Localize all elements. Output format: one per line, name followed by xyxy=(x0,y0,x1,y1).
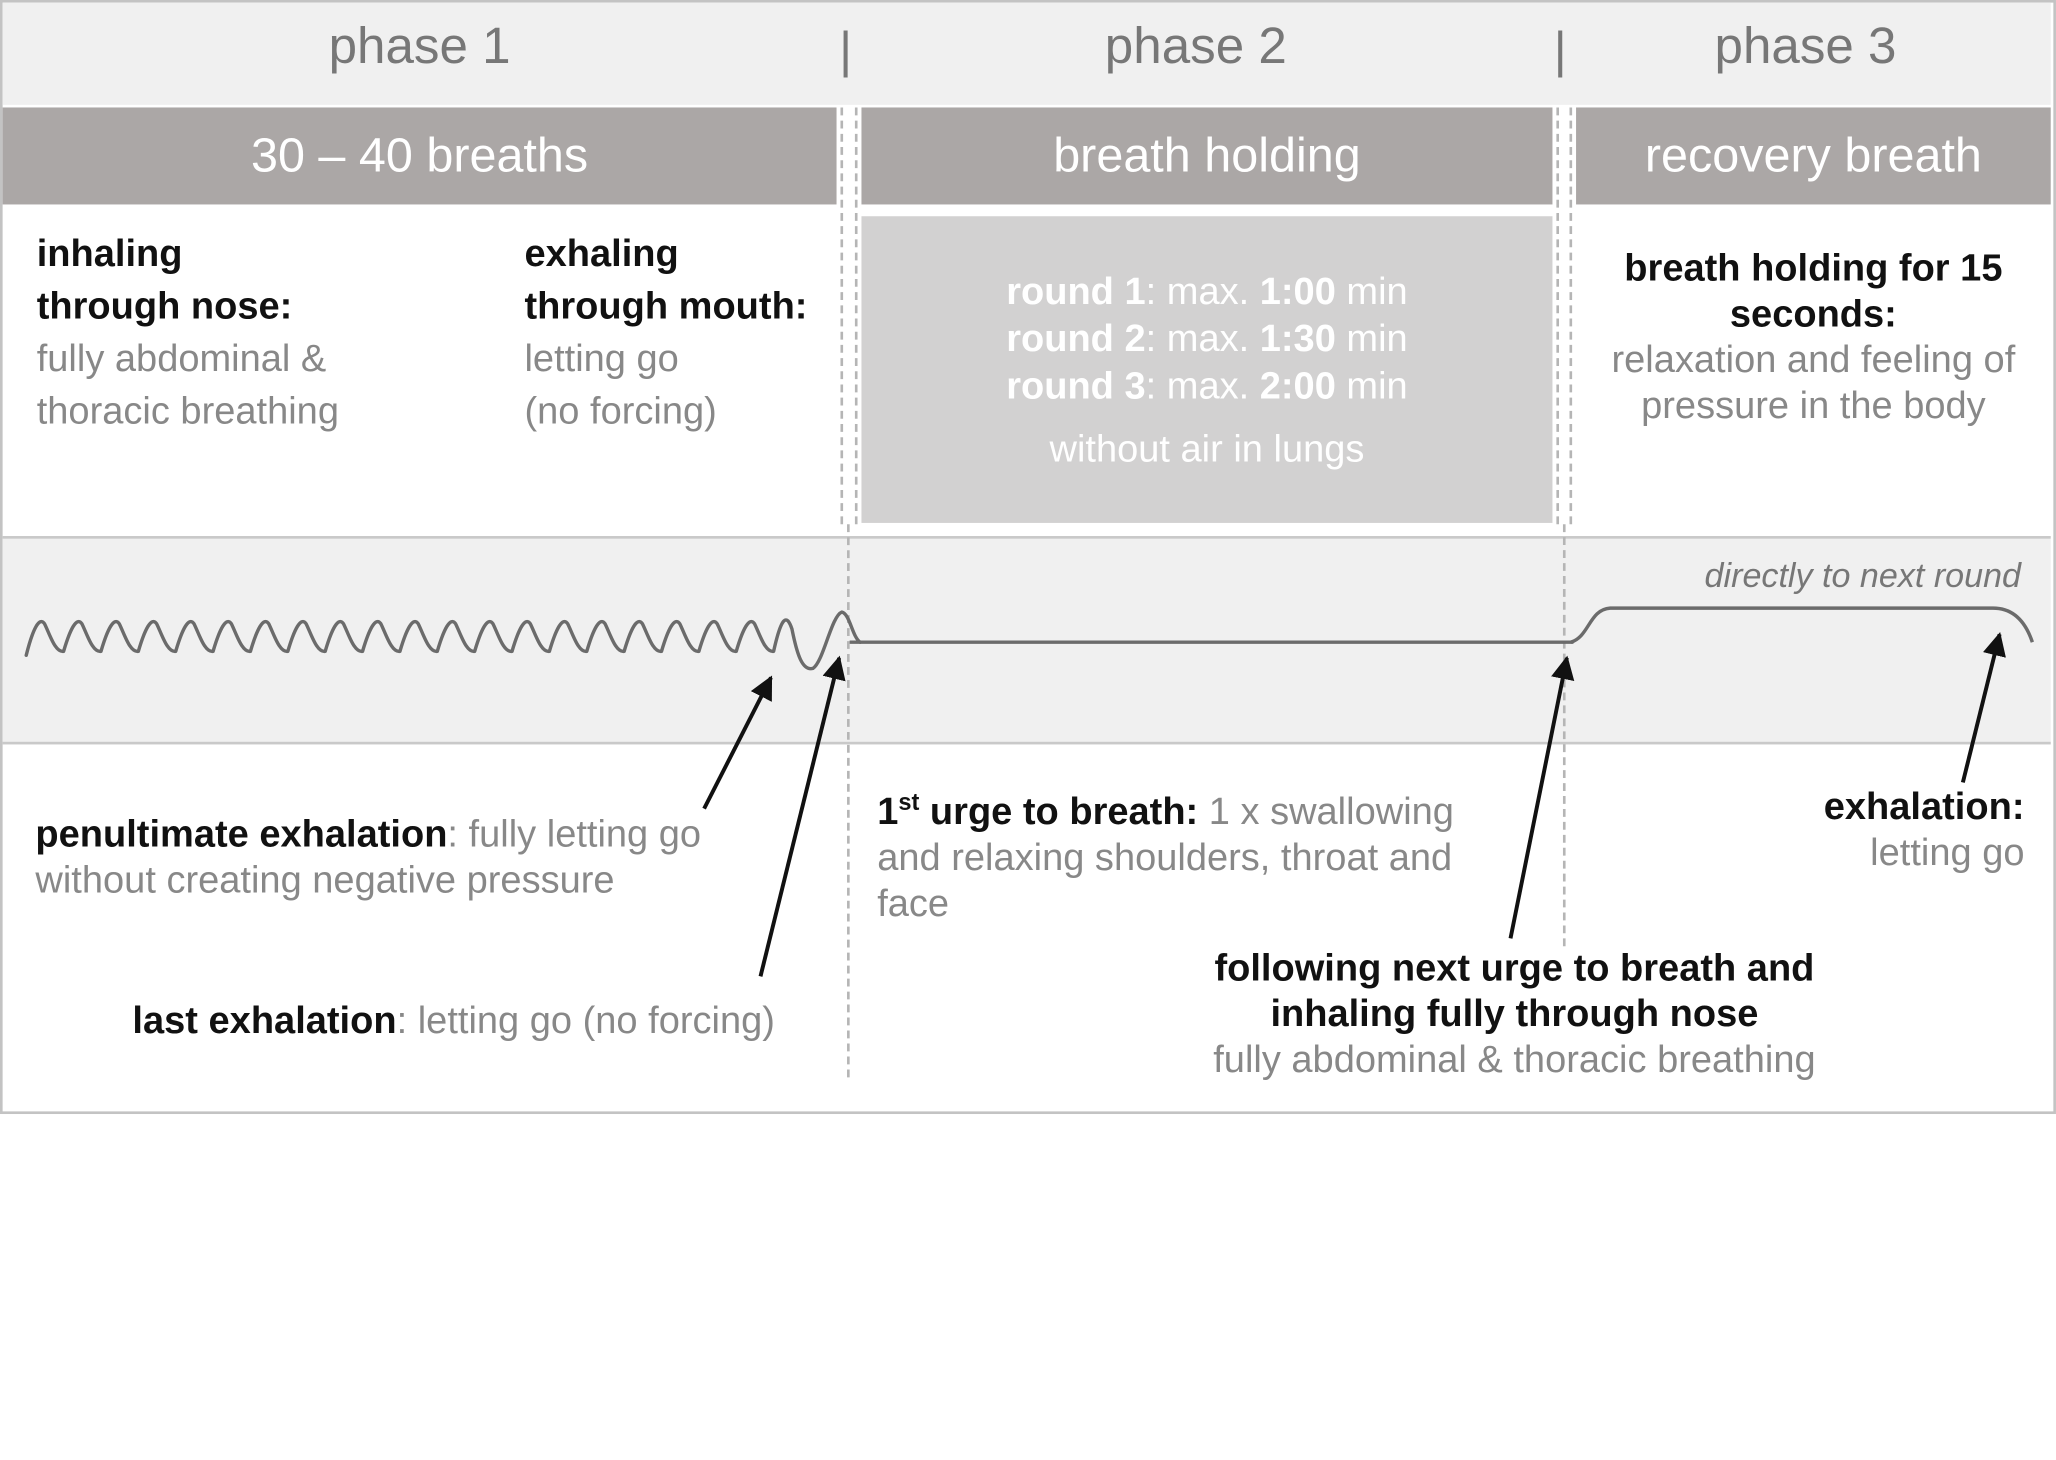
exhale-title: exhaling xyxy=(524,233,679,276)
recovery-title: breath holding for 15 xyxy=(1624,247,2003,290)
phase-3-bar-label: recovery breath xyxy=(1644,128,1982,183)
round-max: : max. xyxy=(1145,318,1260,361)
round-label: round 2 xyxy=(1006,318,1146,361)
inhale-instructions: inhaling through nose: fully abdominal &… xyxy=(37,228,339,438)
phase-1-bar: 30 – 40 breaths xyxy=(2,107,837,205)
phase-1-label: phase 1 xyxy=(328,18,511,75)
following-desc: fully abdominal & thoracic breathing xyxy=(1213,1039,1816,1082)
exhale-instructions: exhaling through mouth: letting go (no f… xyxy=(524,228,807,438)
penultimate-exhalation-note: penultimate exhalation: fully letting go… xyxy=(35,813,701,905)
round-time: 1:30 xyxy=(1259,318,1336,361)
breathing-wave xyxy=(24,610,862,671)
exhalation-title: exhalation: xyxy=(1823,786,2025,829)
phase-separator: | xyxy=(1553,23,1567,79)
last-exhalation-arrow xyxy=(758,655,846,977)
recovery-breath-line xyxy=(1570,606,2034,644)
following-title: inhaling fully through nose xyxy=(1270,993,1759,1036)
exhalation-arrow xyxy=(1960,632,2006,783)
following-title: following next urge to breath and xyxy=(1214,947,1815,990)
last-exhalation-note: last exhalation: letting go (no forcing) xyxy=(132,999,775,1045)
urge-desc: face xyxy=(877,882,950,925)
phase-2-bar-label: breath holding xyxy=(1053,128,1361,183)
rounds-list: round 1: max. 1:00 min round 2: max. 1:3… xyxy=(861,269,1552,473)
next-urge-arrow xyxy=(1508,655,1575,939)
exhalation-desc: letting go xyxy=(1870,832,2025,875)
recovery-desc: pressure in the body xyxy=(1641,385,1986,428)
first-urge-note: 1st urge to breath: 1 x swallowing and r… xyxy=(877,780,1454,928)
boundary-line xyxy=(1562,524,1566,947)
breath-hold-rounds-box xyxy=(861,216,1553,523)
urge-num: 1 xyxy=(877,791,899,834)
inhale-title: through nose: xyxy=(36,285,293,328)
recovery-title: seconds: xyxy=(1729,293,1897,336)
last-exhalation-desc: : letting go (no forcing) xyxy=(396,999,775,1042)
hold-note: without air in lungs xyxy=(1049,428,1365,471)
round-unit: min xyxy=(1335,318,1408,361)
exhale-desc: letting go xyxy=(524,338,679,381)
round-row: round 1: max. 1:00 min xyxy=(861,269,1552,316)
round-label: round 3 xyxy=(1006,365,1146,408)
round-unit: min xyxy=(1335,271,1408,314)
breathing-waveform-graphic xyxy=(24,606,2034,977)
boundary-line xyxy=(854,107,858,525)
breathing-wave-band xyxy=(2,536,2051,745)
penultimate-title: penultimate exhalation xyxy=(35,813,448,856)
round-time: 2:00 xyxy=(1259,365,1336,408)
boundary-line xyxy=(840,107,844,525)
penultimate-desc: without creating negative pressure xyxy=(35,859,615,902)
following-urge-note: following next urge to breath and inhali… xyxy=(1128,946,1902,1084)
boundary-line xyxy=(1569,107,1573,525)
exhale-title: through mouth: xyxy=(524,285,808,328)
next-round-note: directly to next round xyxy=(1704,555,2022,596)
exhalation-note: exhalation: letting go xyxy=(1705,785,2025,877)
phase-2-label: phase 2 xyxy=(1104,18,1287,75)
boundary-line xyxy=(847,524,850,1078)
round-label: round 1 xyxy=(1006,271,1146,314)
inhale-desc: fully abdominal & xyxy=(36,338,327,381)
urge-title: urge to breath: xyxy=(919,791,1199,834)
round-row: round 2: max. 1:30 min xyxy=(861,316,1552,363)
phase-3-label: phase 3 xyxy=(1714,18,1897,75)
penultimate-arrow xyxy=(702,675,773,810)
boundary-line xyxy=(1556,107,1560,525)
recovery-desc: relaxation and feeling of xyxy=(1611,339,2016,382)
round-row: round 3: max. 2:00 min xyxy=(861,363,1552,410)
phase-3-bar: recovery breath xyxy=(1576,107,2051,205)
round-max: : max. xyxy=(1145,271,1260,314)
phase-header xyxy=(2,2,2051,105)
round-time: 1:00 xyxy=(1259,271,1336,314)
urge-desc: 1 x swallowing xyxy=(1198,791,1454,834)
phase-2-bar: breath holding xyxy=(861,107,1553,205)
penultimate-desc: : fully letting go xyxy=(447,813,702,856)
inhale-desc: thoracic breathing xyxy=(36,390,339,433)
urge-ordinal: st xyxy=(898,788,920,816)
recovery-instructions: breath holding for 15 seconds: relaxatio… xyxy=(1576,246,2051,429)
inhale-title: inhaling xyxy=(36,233,183,276)
exhale-desc: (no forcing) xyxy=(524,390,717,433)
urge-desc: and relaxing shoulders, throat and xyxy=(877,837,1453,879)
round-unit: min xyxy=(1335,365,1408,408)
round-max: : max. xyxy=(1145,365,1260,408)
phase-1-bar-label: 30 – 40 breaths xyxy=(250,128,589,183)
last-exhalation-title: last exhalation xyxy=(132,999,397,1042)
phase-separator: | xyxy=(839,23,853,79)
